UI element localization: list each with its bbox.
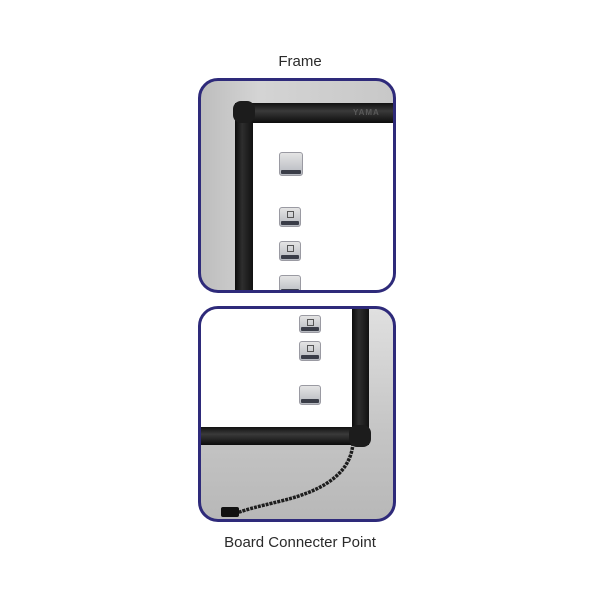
button-glyph-icon (307, 345, 314, 352)
connector-panel (198, 306, 396, 522)
frame-left-rail (235, 103, 253, 290)
connector-button-1 (299, 315, 321, 333)
whiteboard-surface (253, 123, 393, 290)
whiteboard-surface (201, 309, 353, 427)
button-glyph-icon (307, 319, 314, 326)
connector-caption: Board Connecter Point (224, 534, 376, 551)
frame-right-rail (352, 309, 369, 445)
frame-top-rail (235, 103, 393, 123)
brand-label: YAMA (353, 108, 380, 117)
frame-caption: Frame (278, 53, 322, 70)
frame-button-3 (279, 241, 301, 261)
frame-button-4 (279, 275, 301, 290)
connector-button-2 (299, 341, 321, 361)
frame-bottom-rail (201, 427, 369, 445)
button-glyph-icon (287, 245, 294, 252)
frame-button-2 (279, 207, 301, 227)
connector-cable-icon (221, 442, 355, 517)
frame-button-1 (279, 152, 303, 176)
frame-panel: YAMA (198, 78, 396, 293)
frame-corner-joint (349, 425, 371, 447)
frame-corner-joint (233, 101, 255, 123)
button-glyph-icon (287, 211, 294, 218)
connector-button-3 (299, 385, 321, 405)
